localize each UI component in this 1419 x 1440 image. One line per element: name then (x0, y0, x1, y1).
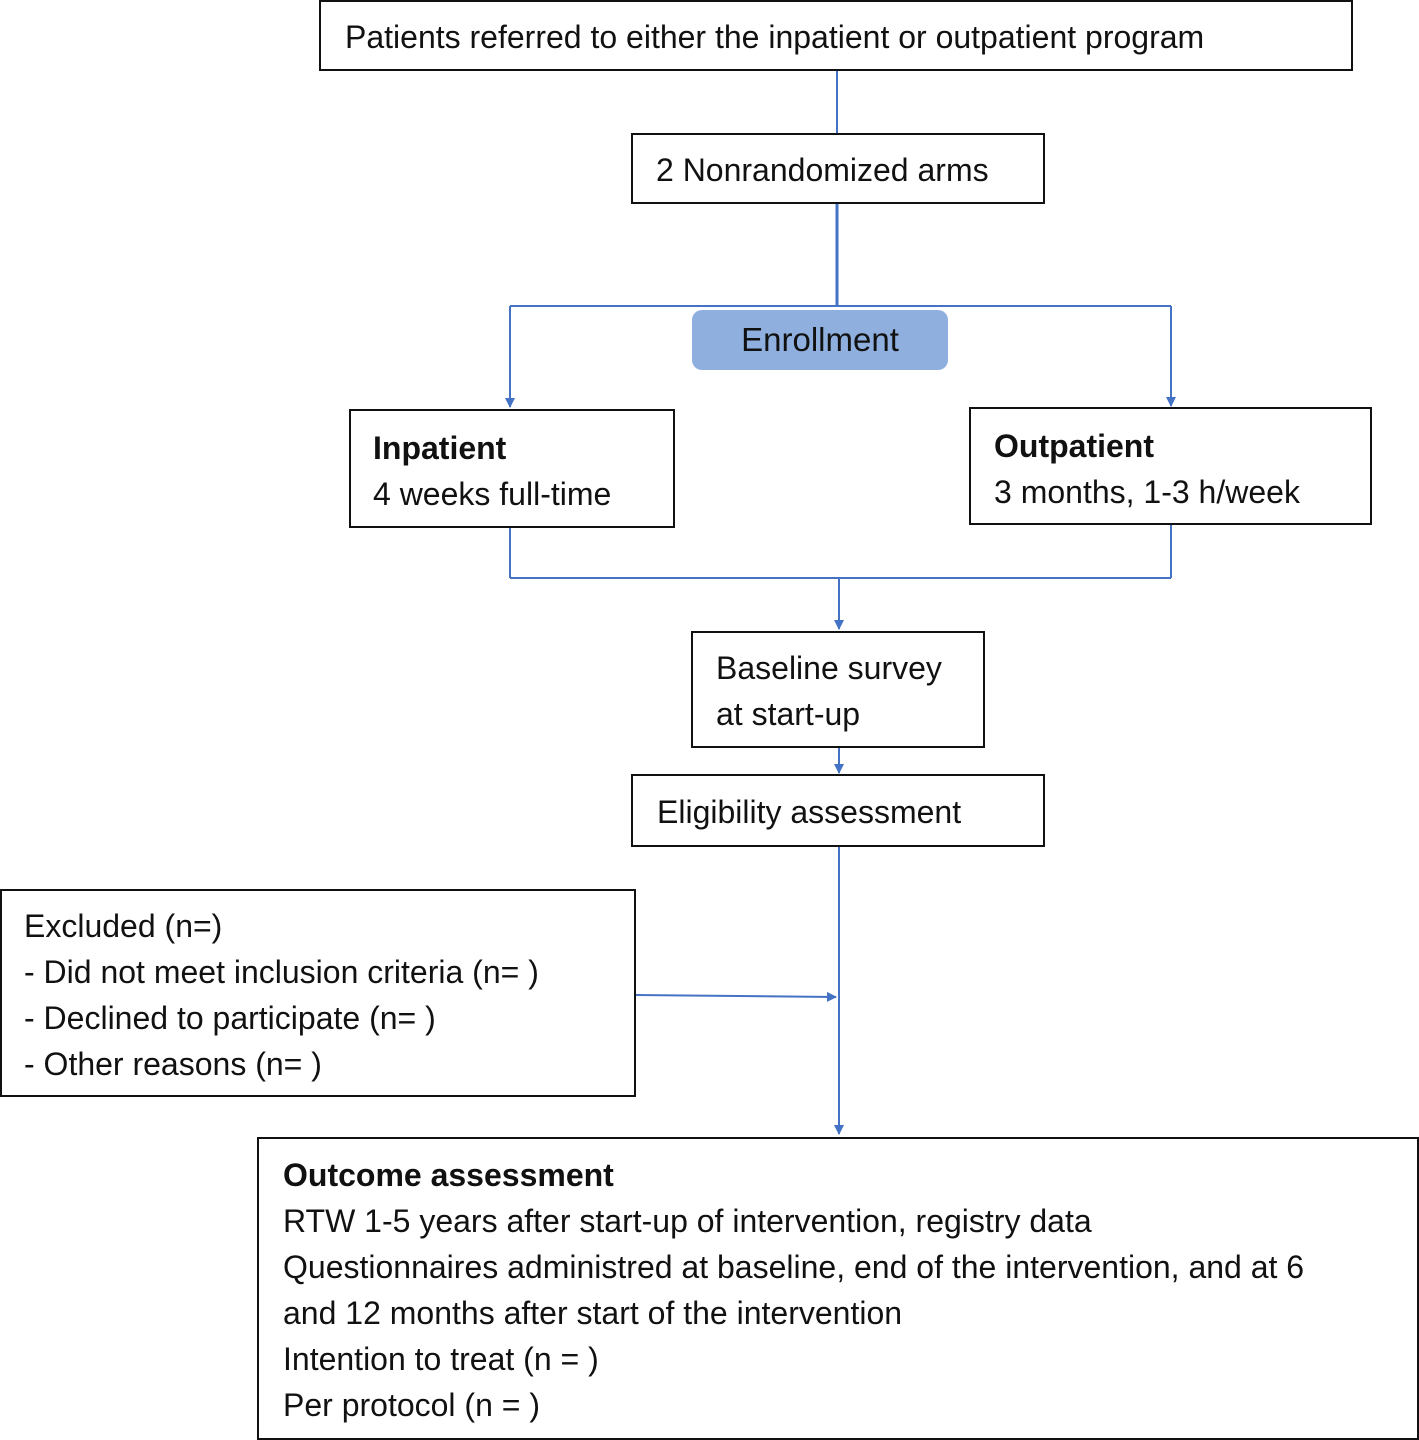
referral-text: Patients referred to either the inpatien… (345, 19, 1205, 55)
inpatient-detail: 4 weeks full-time (373, 476, 612, 512)
arrow-from-excluded (634, 991, 837, 1002)
outpatient-detail: 3 months, 1-3 h/week (994, 474, 1300, 510)
outpatient-box: Outpatient 3 months, 1-3 h/week (969, 407, 1372, 525)
excluded-line-4: - Other reasons (n= ) (24, 1046, 322, 1082)
enrollment-badge: Enrollment (692, 310, 948, 370)
inpatient-title: Inpatient (373, 430, 507, 466)
outcome-line-5: Per protocol (n = ) (283, 1387, 540, 1423)
outcome-line-3: and 12 months after start of the interve… (283, 1295, 903, 1331)
enrollment-label: Enrollment (741, 321, 899, 358)
referral-box: Patients referred to either the inpatien… (319, 0, 1353, 71)
baseline-line-2: at start-up (716, 696, 861, 732)
outcome-title: Outcome assessment (283, 1157, 614, 1193)
outpatient-title: Outpatient (994, 428, 1154, 464)
baseline-line-1: Baseline survey (716, 650, 942, 686)
outcome-line-4: Intention to treat (n = ) (283, 1341, 599, 1377)
excluded-box: Excluded (n=) - Did not meet inclusion c… (0, 889, 636, 1097)
outcome-line-1: RTW 1-5 years after start-up of interven… (283, 1203, 1092, 1239)
excluded-line-1: Excluded (n=) (24, 908, 223, 944)
arms-box: 2 Nonrandomized arms (631, 133, 1045, 204)
excluded-line-2: - Did not meet inclusion criteria (n= ) (24, 954, 539, 990)
baseline-box: Baseline survey at start-up (691, 631, 985, 748)
outcome-line-2: Questionnaires administred at baseline, … (283, 1249, 1305, 1285)
arms-text: 2 Nonrandomized arms (656, 152, 989, 188)
eligibility-box: Eligibility assessment (631, 774, 1045, 847)
excluded-line-3: - Declined to participate (n= ) (24, 1000, 436, 1036)
eligibility-text: Eligibility assessment (657, 794, 962, 830)
inpatient-box: Inpatient 4 weeks full-time (349, 409, 675, 528)
outcome-box: Outcome assessment RTW 1-5 years after s… (257, 1137, 1419, 1440)
